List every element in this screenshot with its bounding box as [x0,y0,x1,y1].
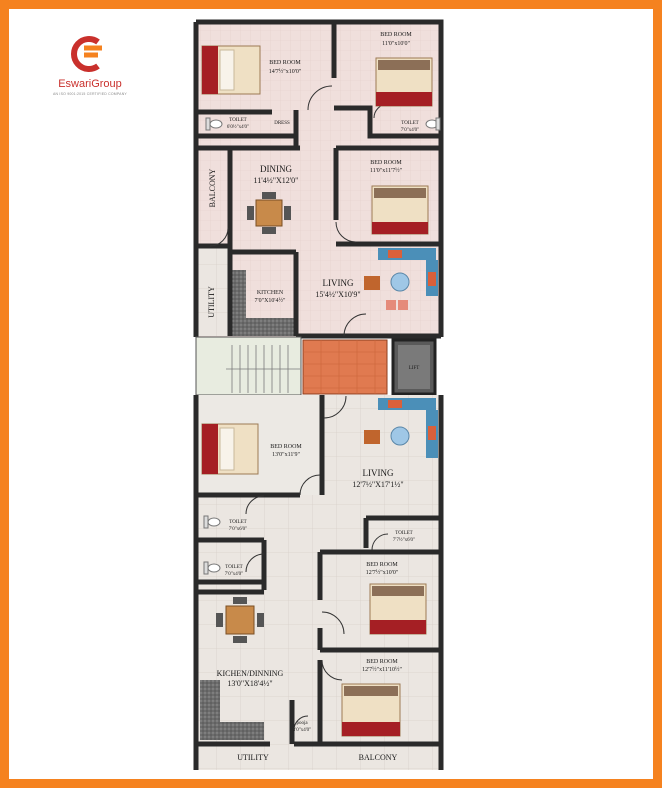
lift-label: LIFT [409,366,420,371]
lobby-tiles [303,340,387,394]
room-name-lower-toilet-3: TOILET [225,565,242,570]
room-size-toilet-2: 7'0"x4'0" [401,128,419,133]
stair-treads [226,345,300,393]
toilet-icon [203,515,221,529]
room-size-living-upper: 15'4½"X10'9" [315,290,360,299]
dining-table-icon [216,597,264,643]
room-size-lower-bedroom-2: 12'7½"x10'0" [366,569,399,576]
room-name-bedroom-3: BED ROOM [370,160,402,166]
dining-table-icon [247,192,291,234]
core: LIFT [195,336,437,396]
room-size-pooja: 3'0"x4'0" [293,728,311,733]
bed-icon [375,57,433,107]
room-name-toilet-2: TOILET [401,121,418,126]
room-size-bedroom-2: 11'0"x10'0" [382,41,410,47]
room-size-bedroom-3: 11'0"x11'7½" [370,167,403,174]
toilet-icon [205,117,223,131]
room-size-lower-toilet-3: 7'0"x4'0" [225,572,243,577]
lower-walls [193,395,444,770]
bed-icon [371,185,429,235]
room-size-lower-toilet-1: 7'0"x6'0" [229,527,247,532]
lower-doors [245,395,389,731]
bed-icon [341,683,401,737]
bed-icon [201,45,261,95]
room-size-living-lower: 12'7½"X17'1½" [352,480,403,489]
room-name-lower-toilet-2: TOILET [395,531,412,536]
lift-car [398,345,430,389]
sofa-icon [364,248,438,310]
room-name-living-upper: LIVING [323,278,354,288]
lower-unit: BED ROOM 13'0"x11'9" LIVING 12'7½"X17'1½… [193,395,444,770]
staircase [195,336,302,396]
room-name-bedroom-2: BED ROOM [380,32,412,38]
brand-name: EswariGroup [58,78,122,90]
room-name-toilet-1: TOILET [229,118,246,123]
room-name-living-lower: LIVING [363,468,394,478]
utility-floor-upper [196,246,230,336]
room-name-kitchen-upper: KITCHEN [257,290,284,296]
room-size-toilet-1: 6'0½"x4'0" [227,125,249,130]
kitchen-counter-upper-bottom [230,318,294,336]
upper-labels: BED ROOM 14'7½"x10'0" BED ROOM 11'0"x10'… [207,32,419,318]
kitchen-counter-lower-bottom [200,722,264,740]
room-name-lower-bedroom-2: BED ROOM [366,562,398,568]
lobby [302,339,388,395]
room-size-lower-toilet-2: 7'7½"x6'0" [393,538,415,543]
room-name-lower-bedroom-1: BED ROOM [270,444,302,450]
lower-labels: BED ROOM 13'0"x11'9" LIVING 12'7½"X17'1½… [217,444,415,762]
room-size-lower-bedroom-1: 13'0"x11'9" [272,452,300,458]
room-name-kitchen-dining: KICHEN/DINNING [217,669,284,678]
room-name-balcony-upper: BALCONY [208,168,217,207]
toilet-icon [425,117,441,131]
bed-icon [369,583,427,635]
room-name-bedroom-1: BED ROOM [269,60,301,66]
brand-logo: EswariGroup AN ISO 9001:2015 CERTIFIED C… [50,34,130,104]
room-name-lower-toilet-1: TOILET [229,520,246,525]
eswari-logo-mark-icon [71,36,102,72]
room-size-dining: 11'4½"X12'0" [254,176,299,185]
room-name-balcony-lower: BALCONY [359,753,398,762]
sofa-icon [364,398,438,458]
room-name-dress: DRESS [274,121,290,126]
room-name-pooja: pooja [296,721,308,726]
brand-tagline: AN ISO 9001:2015 CERTIFIED COMPANY [53,92,127,96]
room-name-utility-lower: UTILITY [237,753,269,762]
upper-walls [193,19,444,339]
bed-icon [201,423,259,475]
toilet-icon [203,561,221,575]
upper-unit: BED ROOM 14'7½"x10'0" BED ROOM 11'0"x10'… [193,19,444,339]
room-size-bedroom-1: 14'7½"x10'0" [269,68,302,75]
room-name-lower-bedroom-3: BED ROOM [366,659,398,665]
room-size-kitchen-upper: 7'0"X10'4½" [255,297,286,304]
room-name-utility-upper: UTILITY [207,286,216,318]
room-name-dining: DINING [260,164,292,174]
room-size-kitchen-dining: 13'0"X18'4½" [227,679,272,688]
room-size-lower-bedroom-3: 12'7½"x11'10½" [362,666,402,673]
